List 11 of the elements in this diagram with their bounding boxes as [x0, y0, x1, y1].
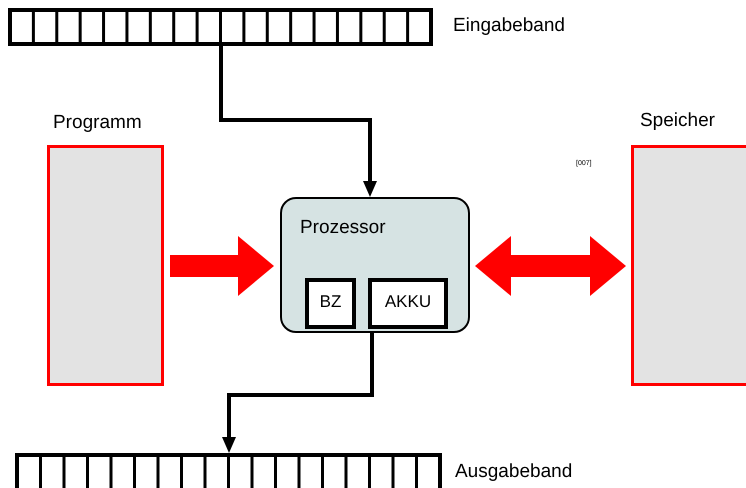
block-arrow — [475, 236, 626, 296]
component-label: Prozessor — [300, 217, 386, 239]
component-label: Programm — [53, 112, 142, 134]
block-arrow — [170, 236, 274, 296]
component-label: Speicher — [640, 110, 715, 132]
arrow — [219, 46, 377, 197]
component-label: Eingabeband — [453, 15, 565, 37]
register-label: BZ — [318, 292, 342, 312]
arrow — [222, 333, 374, 453]
component-label: Ausgabeband — [455, 461, 572, 483]
register-label: AKKU — [384, 292, 432, 312]
